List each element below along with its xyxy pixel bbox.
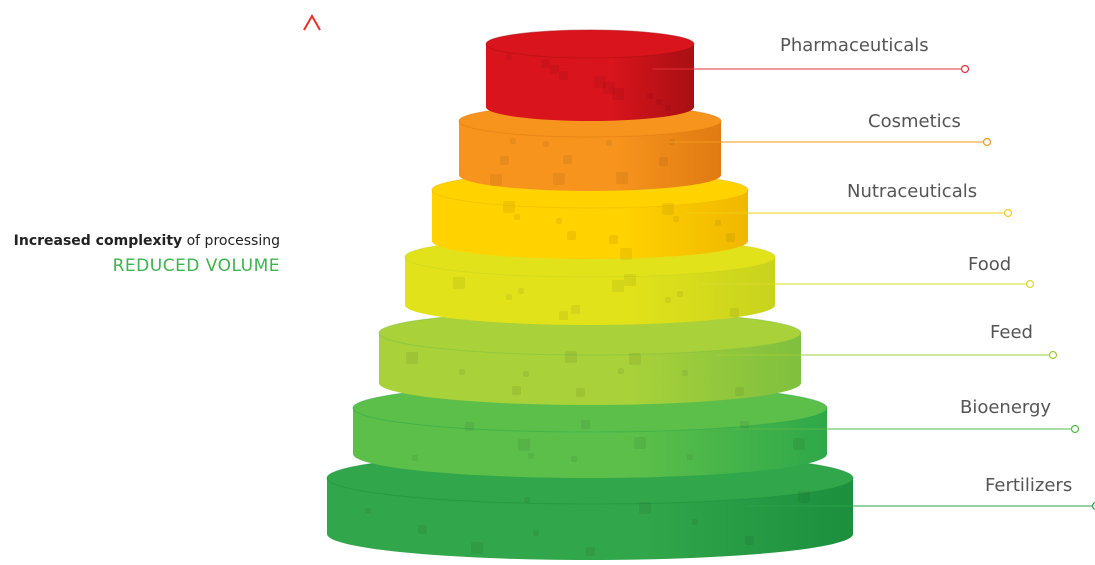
bubble: [682, 370, 688, 376]
bubble: [556, 218, 562, 224]
bubble: [523, 371, 529, 377]
bubble: [673, 216, 679, 222]
bubble: [798, 491, 810, 503]
bubble: [571, 456, 577, 462]
bubble: [656, 99, 662, 105]
bubble: [740, 421, 749, 430]
bubble: [518, 439, 530, 451]
bubble: [565, 351, 577, 363]
bubble: [730, 308, 739, 317]
bubble: [662, 203, 674, 215]
leader-dot: [1091, 502, 1095, 510]
bubble: [543, 141, 549, 147]
tier-label-bioenergy: Bioenergy: [960, 397, 1052, 418]
tier-label-food: Food: [968, 254, 1012, 275]
bubble: [677, 291, 683, 297]
bubble: [503, 201, 515, 213]
bubble: [603, 82, 615, 94]
bubble: [726, 233, 735, 242]
bubble: [553, 173, 565, 185]
bubble: [659, 157, 668, 166]
bubble: [459, 369, 465, 375]
bubble: [490, 174, 502, 186]
bubble: [500, 156, 509, 165]
bubble: [550, 65, 559, 74]
leader-dot: [1048, 350, 1058, 360]
bubble: [581, 420, 590, 429]
bubble: [624, 274, 636, 286]
bubble: [506, 54, 512, 60]
axis-note-complexity: Increased complexity of processing: [14, 233, 280, 249]
bubble: [541, 59, 550, 68]
tier-label-nutraceuticals: Nutraceuticals: [847, 181, 978, 202]
leader-dot: [960, 64, 970, 74]
tier-label-pharmaceuticals: Pharmaceuticals: [780, 35, 929, 56]
axis-note-rest: of processing: [182, 233, 280, 249]
bubble: [687, 454, 693, 460]
bubble: [609, 235, 618, 244]
bubble: [616, 172, 628, 184]
bubble: [594, 76, 606, 88]
tier-feed: [378, 310, 802, 405]
bubble: [524, 497, 530, 503]
bubble: [567, 231, 576, 240]
bubble: [453, 277, 465, 289]
tier-top: [485, 29, 695, 59]
bubble: [647, 93, 653, 99]
bubble: [618, 368, 624, 374]
bubble: [586, 547, 595, 556]
bubble: [506, 294, 512, 300]
bubble: [612, 88, 624, 100]
bubble: [639, 502, 651, 514]
bubble: [692, 519, 698, 525]
bubble: [528, 453, 534, 459]
leader-dot: [1070, 424, 1080, 434]
bubble: [629, 353, 641, 365]
bubble: [715, 220, 721, 226]
bubble: [512, 386, 521, 395]
bubble: [634, 437, 646, 449]
bubble: [533, 530, 539, 536]
bubble: [518, 288, 524, 294]
bubble: [510, 138, 516, 144]
tier-label-cosmetics: Cosmetics: [868, 111, 961, 132]
bubble: [576, 388, 585, 397]
tier-label-feed: Feed: [990, 322, 1033, 343]
bubble: [606, 140, 612, 146]
leader-dot: [982, 137, 992, 147]
bubble: [620, 248, 632, 260]
tier-body: [432, 190, 748, 259]
bubble: [559, 311, 568, 320]
leader-dot: [1003, 208, 1013, 218]
bubble: [735, 387, 744, 396]
bubble: [418, 525, 427, 534]
bubble: [471, 542, 483, 554]
bubble: [793, 438, 805, 450]
tier-pharmaceuticals: [485, 29, 695, 121]
leader-dot: [1025, 279, 1035, 289]
complexity-arrow: [303, 13, 321, 525]
tier-body: [486, 44, 694, 121]
bubble: [559, 71, 568, 80]
bubble: [665, 105, 671, 111]
bubble: [665, 297, 671, 303]
bubble: [514, 214, 520, 220]
bubble: [571, 305, 580, 314]
bubble: [406, 352, 418, 364]
bubble: [612, 280, 624, 292]
axis-note-bold: Increased complexity: [13, 233, 183, 249]
bubble: [745, 536, 754, 545]
bubble: [365, 508, 371, 514]
bubble: [465, 422, 474, 431]
axis-note-volume: REDUCED VOLUME: [112, 256, 280, 276]
bubble: [412, 455, 418, 461]
tier-label-fertilizers: Fertilizers: [985, 475, 1073, 496]
tier-body: [459, 121, 721, 191]
bubble: [563, 155, 572, 164]
